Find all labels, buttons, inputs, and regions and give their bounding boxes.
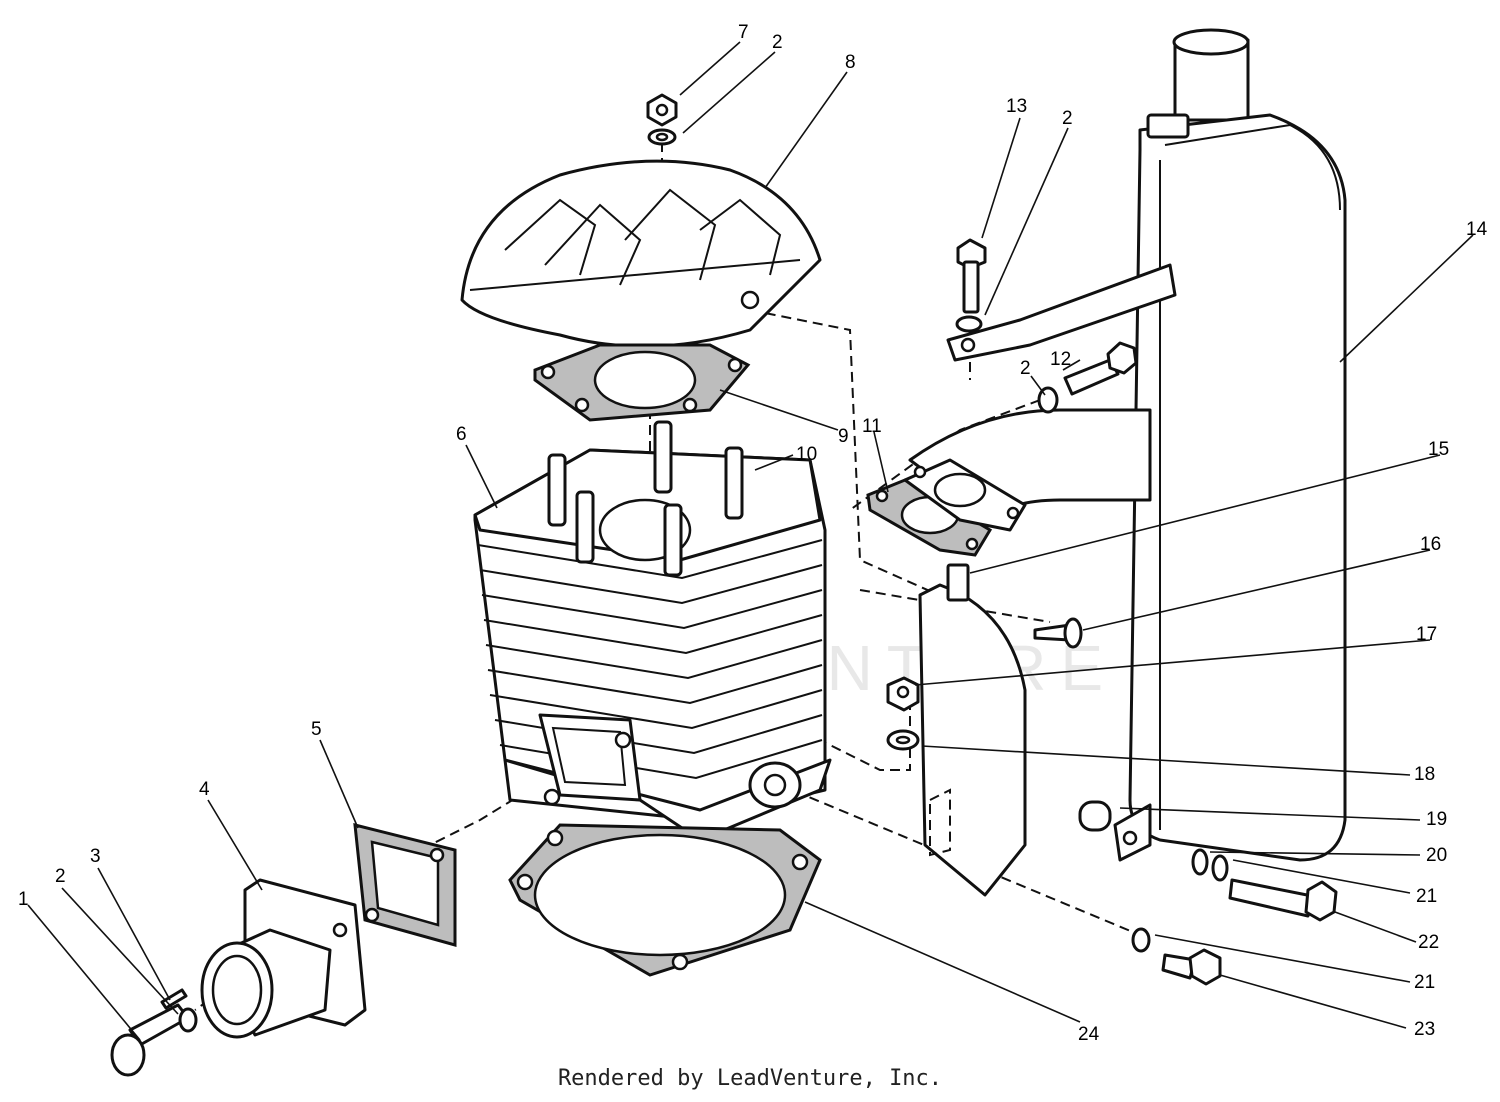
footer-credit: Rendered by LeadVenture, Inc. xyxy=(557,1066,943,1091)
callout-2: 2 xyxy=(1062,108,1073,129)
bolt-22 xyxy=(1228,878,1338,922)
callout-23: 23 xyxy=(1414,1019,1435,1040)
callout-9: 9 xyxy=(838,426,849,447)
callout-2: 2 xyxy=(1020,358,1031,379)
bolt-23 xyxy=(1161,948,1222,986)
intake-gasket xyxy=(353,823,457,947)
callout-8: 8 xyxy=(845,52,856,73)
callout-7: 7 xyxy=(738,22,749,43)
washer-2 xyxy=(178,1007,198,1033)
callout-15: 15 xyxy=(1428,439,1449,460)
callout-22: 22 xyxy=(1418,932,1439,953)
hex-nut-7 xyxy=(646,93,678,127)
callout-18: 18 xyxy=(1414,764,1435,785)
callout-17: 17 xyxy=(1416,624,1437,645)
callouts: 1 2 3 4 5 6 7 8 2 9 10 11 12 13 2 14 2 1… xyxy=(18,22,1488,1045)
leader-lines xyxy=(27,41,1474,1041)
callout-2: 2 xyxy=(772,32,783,53)
muffler xyxy=(903,28,1347,862)
callout-20: 20 xyxy=(1426,845,1447,866)
callout-19: 19 xyxy=(1426,809,1447,830)
washer-20 xyxy=(1191,848,1209,876)
screw-16 xyxy=(1033,617,1083,649)
cylinder-head xyxy=(460,159,822,348)
callout-3: 3 xyxy=(90,846,101,867)
spacer-19 xyxy=(1078,800,1112,832)
callout-6: 6 xyxy=(456,424,467,445)
lockwasher-21a xyxy=(1211,854,1229,882)
washer-13 xyxy=(955,315,983,333)
head-gasket xyxy=(533,343,751,422)
callout-11: 11 xyxy=(862,416,882,437)
callout-12: 12 xyxy=(1050,349,1071,370)
callout-16: 16 xyxy=(1420,534,1441,555)
base-gasket xyxy=(508,823,822,977)
lockwasher-21b xyxy=(1131,927,1151,953)
intake-adapter xyxy=(200,878,367,1039)
callout-21: 21 xyxy=(1414,972,1435,993)
callout-24: 24 xyxy=(1078,1024,1100,1045)
studs xyxy=(547,420,744,577)
washer-top xyxy=(647,128,677,146)
callout-5: 5 xyxy=(311,719,322,740)
callout-4: 4 xyxy=(199,779,210,800)
cylinder-block xyxy=(473,448,832,842)
bolt-13 xyxy=(956,238,987,314)
callout-1: 1 xyxy=(18,889,29,910)
nut-17 xyxy=(886,676,920,712)
callout-2: 2 xyxy=(55,866,66,887)
callout-14: 14 xyxy=(1466,219,1488,240)
bolt-12 xyxy=(1063,341,1138,396)
callout-13: 13 xyxy=(1006,96,1027,117)
bolt-1 xyxy=(110,1003,190,1077)
callout-21: 21 xyxy=(1416,886,1437,907)
heat-shield xyxy=(918,563,1027,897)
callout-10: 10 xyxy=(796,444,817,465)
washer-18 xyxy=(886,729,920,751)
